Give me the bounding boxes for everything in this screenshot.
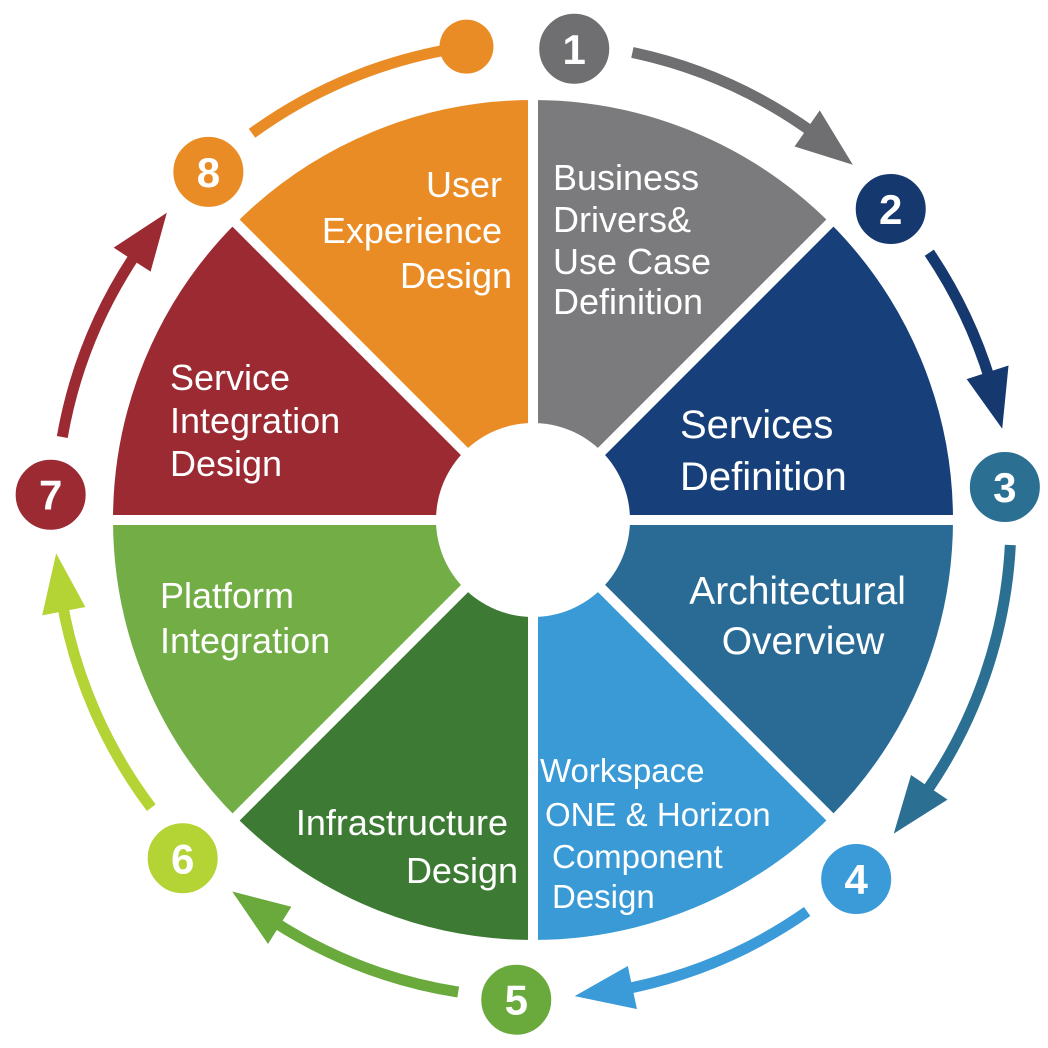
step-number: 3 (993, 464, 1016, 511)
segment-5 (227, 515, 538, 950)
step-number: 8 (197, 149, 220, 196)
arrowhead-icon (232, 891, 292, 945)
step-number: 6 (171, 835, 194, 882)
segment-7 (103, 214, 538, 525)
cycle-arrow-1 (631, 47, 818, 138)
segment-3 (528, 515, 963, 826)
arrowhead-icon (113, 212, 167, 272)
cycle-arrow-7 (56, 249, 142, 438)
step-badge-6 (143, 819, 222, 898)
segment-2 (528, 214, 963, 525)
segment-label-3: Architectural Overview (689, 570, 917, 663)
step-badge-1 (535, 9, 614, 88)
step-badge-8 (169, 132, 248, 211)
step-badge-4 (817, 839, 896, 918)
cycle-end-dot (439, 19, 494, 74)
step-badge-7 (11, 455, 90, 534)
segment-label-7: Service Integration Design (170, 357, 350, 484)
segment-8 (227, 90, 538, 525)
segment-label-4: Workspace ONE & Horizon Component Design (540, 752, 780, 915)
step-badge-5 (477, 960, 556, 1039)
cycle-arrow-2 (924, 249, 996, 382)
cycle-arrow-5 (269, 916, 460, 998)
segment-label-6: Platform Integration (160, 575, 330, 661)
arrowhead-icon (794, 110, 853, 165)
step-number: 7 (39, 472, 62, 519)
step-number: 4 (845, 856, 869, 903)
segment-4 (528, 515, 839, 950)
cycle-arrow-3 (920, 544, 1016, 798)
segment-label-2: Services Definition (680, 403, 847, 499)
step-badge-2 (851, 170, 930, 249)
cycle-arrow-4 (623, 907, 811, 995)
segment-label-1: Business Drivers& Use Case Definition (553, 157, 721, 322)
arrowhead-icon (42, 553, 86, 616)
arrowhead-icon (893, 774, 948, 834)
center-hole (436, 423, 630, 617)
cycle-arrow-6 (56, 602, 156, 811)
arrowhead-icon (966, 365, 1009, 429)
arrowhead-icon (574, 966, 637, 1010)
step-number: 1 (563, 26, 586, 73)
segment-6 (103, 515, 538, 826)
step-number: 5 (505, 977, 528, 1024)
segment-label-8: User Experience Design (322, 164, 512, 296)
step-badge-3 (965, 448, 1044, 527)
segment-1 (528, 90, 839, 525)
step-number: 2 (879, 186, 902, 233)
segment-label-5: Infrastructure Design (296, 802, 518, 891)
